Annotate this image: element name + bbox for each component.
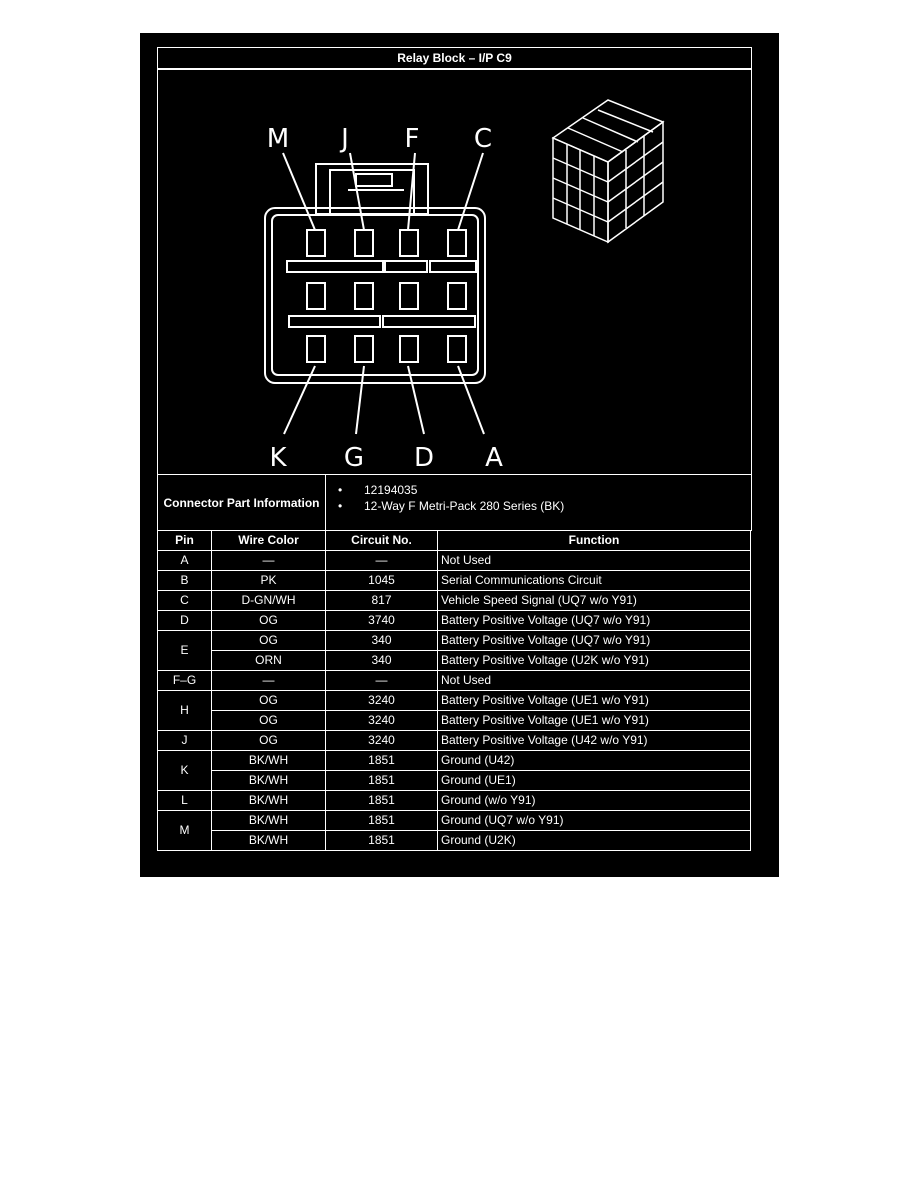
pin-label-A: A [485, 443, 503, 473]
circuit-number-cell: — [325, 550, 438, 571]
function-cell: Battery Positive Voltage (UE1 w/o Y91) [437, 690, 751, 711]
connector-part-info-label: Connector Part Information [157, 474, 326, 531]
wire-color-cell: ORN [211, 650, 326, 671]
table-header-row: Pin Wire Color Circuit No. Function [157, 530, 751, 551]
wire-color-cell: — [211, 550, 326, 571]
circuit-number-cell: 340 [325, 630, 438, 651]
wire-color-cell: BK/WH [211, 790, 326, 811]
circuit-number-cell: 1851 [325, 810, 438, 831]
function-cell: Ground (U2K) [437, 830, 751, 851]
pin-label-D: D [414, 443, 434, 473]
list-item: •12194035 [338, 483, 418, 497]
circuit-number-cell: 1045 [325, 570, 438, 591]
pin-cell: L [157, 790, 212, 811]
pin-cell: E [157, 630, 212, 671]
wire-color-cell: OG [211, 710, 326, 731]
column-header-pin: Pin [157, 530, 212, 551]
circuit-number-cell: 1851 [325, 750, 438, 771]
pin-cell: B [157, 570, 212, 591]
circuit-number-cell: 3240 [325, 730, 438, 751]
wire-color-cell: OG [211, 630, 326, 651]
circuit-number-cell: 3740 [325, 610, 438, 631]
function-cell: Serial Communications Circuit [437, 570, 751, 591]
pin-cell: J [157, 730, 212, 751]
pin-cell: H [157, 690, 212, 731]
wire-color-cell: BK/WH [211, 750, 326, 771]
wire-color-cell: OG [211, 690, 326, 711]
table-row: A——Not Used [157, 550, 751, 571]
function-cell: Battery Positive Voltage (U2K w/o Y91) [437, 650, 751, 671]
circuit-number-cell: 3240 [325, 690, 438, 711]
function-cell: Vehicle Speed Signal (UQ7 w/o Y91) [437, 590, 751, 611]
pin-cell: M [157, 810, 212, 851]
wire-color-cell: BK/WH [211, 830, 326, 851]
pin-label-M: M [267, 124, 289, 154]
column-header-wire-color: Wire Color [211, 530, 326, 551]
circuit-number-cell: 3240 [325, 710, 438, 731]
wire-color-cell: — [211, 670, 326, 691]
circuit-number-cell: — [325, 670, 438, 691]
pin-cell: C [157, 590, 212, 611]
pin-cell: D [157, 610, 212, 631]
connector-isometric-view [551, 99, 665, 244]
pin-cell: A [157, 550, 212, 571]
connector-diagram: M J F C [157, 69, 752, 475]
pin-label-C: C [474, 124, 492, 154]
table-row: F–G——Not Used [157, 670, 751, 691]
wire-color-cell: OG [211, 730, 326, 751]
function-cell: Ground (UE1) [437, 770, 751, 791]
wire-color-cell: BK/WH [211, 810, 326, 831]
circuit-number-cell: 1851 [325, 830, 438, 851]
list-item: •12-Way F Metri-Pack 280 Series (BK) [338, 499, 565, 513]
page-title: Relay Block – I/P C9 [157, 47, 752, 69]
pin-cell: F–G [157, 670, 212, 691]
connector-part-info-list: •12194035 •12-Way F Metri-Pack 280 Serie… [325, 474, 752, 531]
connector-sheet: Relay Block – I/P C9 M J F C [140, 33, 779, 877]
circuit-number-cell: 1851 [325, 790, 438, 811]
pin-label-J: J [339, 124, 349, 154]
wire-color-cell: BK/WH [211, 770, 326, 791]
pin-cell: K [157, 750, 212, 791]
pinout-table: Pin Wire Color Circuit No. Function A——N… [157, 530, 751, 851]
wire-color-cell: D-GN/WH [211, 590, 326, 611]
circuit-number-cell: 340 [325, 650, 438, 671]
function-cell: Ground (UQ7 w/o Y91) [437, 810, 751, 831]
circuit-number-cell: 817 [325, 590, 438, 611]
wire-color-cell: OG [211, 610, 326, 631]
connector-face-drawing: M J F C [264, 99, 665, 473]
column-header-function: Function [437, 530, 751, 551]
function-cell: Not Used [437, 550, 751, 571]
connector-body [264, 163, 486, 384]
pin-label-F: F [405, 124, 420, 154]
column-header-circuit-no: Circuit No. [325, 530, 438, 551]
circuit-number-cell: 1851 [325, 770, 438, 791]
function-cell: Battery Positive Voltage (UQ7 w/o Y91) [437, 610, 751, 631]
function-cell: Battery Positive Voltage (U42 w/o Y91) [437, 730, 751, 751]
pin-label-K: K [269, 443, 287, 473]
function-cell: Ground (U42) [437, 750, 751, 771]
wire-color-cell: PK [211, 570, 326, 591]
function-cell: Ground (w/o Y91) [437, 790, 751, 811]
pin-label-G: G [344, 443, 364, 473]
function-cell: Battery Positive Voltage (UE1 w/o Y91) [437, 710, 751, 731]
function-cell: Battery Positive Voltage (UQ7 w/o Y91) [437, 630, 751, 651]
function-cell: Not Used [437, 670, 751, 691]
